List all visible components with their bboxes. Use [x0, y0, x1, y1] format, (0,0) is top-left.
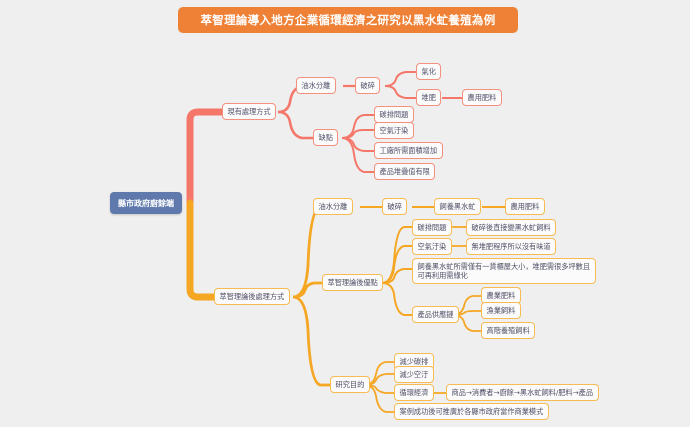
node-existing-agricultural-fertilizer[interactable]: 農用肥料 — [462, 89, 502, 106]
node-goal-reduce-air-pollution[interactable]: 減少空汙 — [394, 366, 434, 383]
node-existing-composting[interactable]: 堆肥 — [416, 89, 442, 106]
node-triz-product-supply-chain[interactable]: 產品供應鏈 — [412, 306, 459, 323]
mindmap-root-node[interactable]: 縣市政府廚餘端 — [110, 192, 182, 214]
page-title: 萃智理論導入地方企業循環經濟之研究以黑水虻養殖為例 — [178, 7, 518, 33]
node-existing-method[interactable]: 現有處理方式 — [222, 103, 277, 120]
node-existing-gasification[interactable]: 氣化 — [416, 63, 442, 80]
node-goal-scalable-business-model[interactable]: 案例成功後可推廣於各縣市政府當作商業模式 — [394, 403, 549, 420]
node-triz-advantages[interactable]: 萃智理論後優點 — [322, 274, 384, 291]
node-triz-agricultural-fertilizer[interactable]: 農用肥料 — [505, 198, 545, 215]
node-existing-factory-area-increase[interactable]: 工廠所需面積增加 — [374, 142, 443, 159]
node-triz-method[interactable]: 萃智理論後處理方式 — [214, 288, 290, 305]
node-existing-carbon-emission-issue[interactable]: 碳排問題 — [374, 106, 414, 123]
node-existing-limited-product-value[interactable]: 產品堆疊值有限 — [374, 163, 436, 180]
node-triz-carbon-emission-issue[interactable]: 碳排問題 — [412, 219, 452, 236]
node-product-fishery-feed[interactable]: 漁業飼料 — [481, 302, 521, 319]
node-existing-oil-water-separation[interactable]: 油水分離 — [296, 77, 336, 94]
node-existing-disadvantages[interactable]: 缺點 — [313, 129, 339, 146]
node-existing-crushing[interactable]: 破碎 — [355, 77, 381, 94]
node-triz-raise-black-soldier-fly[interactable]: 飼養黑水虻 — [434, 198, 481, 215]
node-product-premium-aquaculture-feed[interactable]: 高階養殖飼料 — [481, 322, 536, 339]
node-triz-air-pollution[interactable]: 空氣汙染 — [412, 238, 452, 255]
node-research-objectives[interactable]: 研究目的 — [330, 376, 370, 393]
node-circular-economy-flow[interactable]: 商品→消費者→廚餘→黑水虻飼料/肥料→產品 — [446, 384, 599, 401]
node-triz-crushing[interactable]: 破碎 — [382, 198, 408, 215]
node-goal-circular-economy[interactable]: 循環經濟 — [394, 384, 434, 401]
node-triz-crushed-directly-becomes-feed[interactable]: 破碎後直接變黑水虻飼料 — [466, 219, 557, 236]
node-existing-air-pollution[interactable]: 空氣汙染 — [374, 122, 414, 139]
node-triz-no-compost-no-odor[interactable]: 無堆肥程序所以沒有味道 — [466, 238, 557, 255]
node-triz-space-comparison[interactable]: 飼養黑水虻所需僅有一貨櫃屋大小，堆肥需很多坪數且可再利用需綠化 — [412, 258, 596, 285]
node-triz-oil-water-separation[interactable]: 油水分離 — [313, 198, 353, 215]
